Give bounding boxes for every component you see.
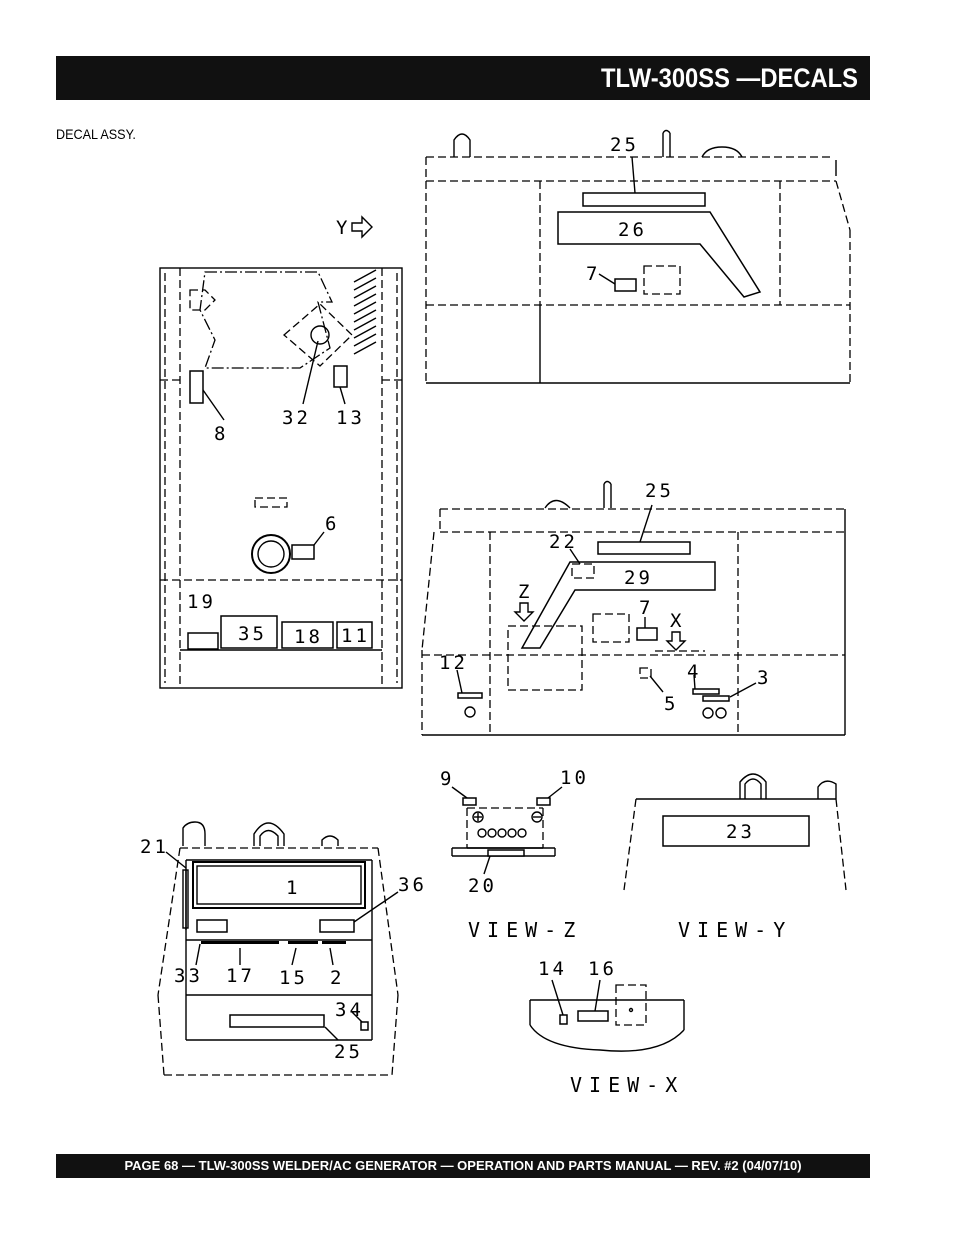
callout-14: 14	[538, 958, 567, 980]
callout-7-mid: 7	[639, 597, 653, 619]
callout-23: 23	[726, 821, 755, 843]
view-x: 14 16 VIEW-X	[529, 958, 685, 1097]
view-z-label: VIEW-Z	[468, 918, 582, 942]
footer-text: PAGE 68 — TLW-300SS WELDER/AC GENERATOR …	[124, 1158, 802, 1173]
arrow-y: Y	[336, 215, 373, 239]
arrow-x-label: X	[670, 610, 684, 632]
callout-17: 17	[226, 965, 255, 987]
callout-32: 32	[282, 407, 311, 429]
decal-6	[291, 544, 315, 560]
decal-36	[319, 919, 355, 933]
decal-23	[662, 815, 810, 847]
view-z: 9 10 20 VIEW-Z	[440, 767, 589, 942]
decal-25-mid	[597, 541, 691, 555]
callout-36: 36	[398, 874, 427, 896]
decal-14	[559, 1014, 568, 1025]
decal-18	[281, 621, 334, 649]
callout-15: 15	[279, 967, 308, 989]
callout-26: 26	[618, 219, 647, 241]
view-y: 23 VIEW-Y	[623, 773, 847, 942]
decal-13	[333, 365, 348, 388]
callout-25-mid: 25	[645, 480, 674, 502]
decal-19	[187, 632, 219, 650]
callout-3: 3	[757, 667, 771, 689]
plan-view: 8 32 13 6 19 35 18 11	[159, 267, 403, 689]
decal-25-front	[229, 1014, 325, 1028]
decal-33-box	[196, 919, 228, 933]
callout-9: 9	[440, 768, 454, 790]
decal-25-top	[582, 192, 706, 207]
callout-10: 10	[560, 767, 589, 789]
decal-21	[182, 869, 189, 929]
callout-12: 12	[439, 652, 468, 674]
callout-2: 2	[330, 967, 344, 989]
decal-26	[557, 211, 762, 298]
callout-21: 21	[140, 836, 169, 858]
decal-9	[462, 797, 477, 806]
decal-11	[336, 621, 373, 649]
decal-3	[702, 695, 730, 702]
callout-22: 22	[549, 531, 578, 553]
callout-16: 16	[588, 958, 617, 980]
decal-12	[457, 692, 483, 699]
callout-1: 1	[286, 877, 300, 899]
decal-29	[520, 561, 716, 649]
decal-1	[192, 861, 366, 909]
callout-5: 5	[664, 693, 678, 715]
callout-19: 19	[187, 591, 216, 613]
decal-34	[360, 1021, 369, 1031]
top-side-view: 25 26 7	[425, 129, 851, 384]
callout-25-top: 25	[610, 134, 639, 156]
decal-2	[322, 941, 346, 944]
decal-4	[692, 688, 720, 695]
front-view: 21 1 36 33 17 15 2 34 25	[140, 821, 427, 1076]
callout-33: 33	[174, 965, 203, 987]
header-bar: TLW-300SS —DECALS	[56, 56, 870, 100]
middle-side-view: 25 22 29 7 12 4 3 5 Z X	[421, 480, 846, 736]
decal-7-mid	[636, 627, 658, 641]
callout-18: 18	[294, 626, 323, 648]
view-y-label: VIEW-Y	[678, 918, 792, 942]
decal-17	[201, 941, 279, 944]
decal-7-top	[614, 278, 637, 292]
arrow-y-label: Y	[336, 217, 350, 239]
callout-4: 4	[687, 661, 701, 683]
decal-10	[536, 797, 551, 806]
arrow-z-label: Z	[518, 581, 532, 603]
view-x-label: VIEW-X	[570, 1073, 684, 1097]
callout-25-front: 25	[334, 1041, 363, 1063]
callout-6: 6	[325, 513, 339, 535]
section-subtitle: DECAL ASSY.	[56, 126, 136, 142]
decal-16	[577, 1010, 609, 1022]
callout-7-top: 7	[586, 263, 600, 285]
decal-35	[220, 615, 278, 649]
callout-11: 11	[341, 625, 370, 647]
decal-8	[189, 370, 204, 404]
decal-20	[487, 849, 525, 857]
footer-bar: PAGE 68 — TLW-300SS WELDER/AC GENERATOR …	[56, 1154, 870, 1178]
callout-13: 13	[336, 407, 365, 429]
callout-20: 20	[468, 875, 497, 897]
decal-15	[288, 941, 318, 944]
callout-34: 34	[335, 999, 364, 1021]
callout-29: 29	[624, 567, 653, 589]
callout-8: 8	[214, 423, 228, 445]
page-title: TLW-300SS —DECALS	[601, 63, 858, 93]
hatch-vent	[353, 269, 377, 355]
callout-35: 35	[238, 623, 267, 645]
